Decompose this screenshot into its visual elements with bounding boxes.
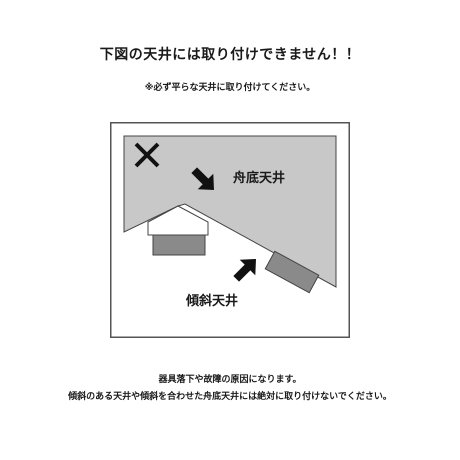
peak-fixture: [147, 205, 209, 256]
warning-note-line-2: 傾斜のある天井や傾斜を合わせた舟底天井には絶対に取り付けないでください。: [68, 392, 392, 402]
cross-mark-icon: [134, 142, 160, 168]
warning-subtitle: ※必ず平らな天井に取り付けてください。: [144, 83, 316, 93]
sloped-fixture: [264, 250, 320, 294]
boat-bottom-ceiling-label: 舟底天井: [233, 171, 286, 186]
ceiling-surface: [123, 135, 337, 288]
arrow-up-right-icon: [233, 259, 256, 282]
arrow-down-left-icon: [191, 167, 214, 190]
warning-note-line-1: 器具落下や故障の原因になります。: [158, 375, 302, 385]
warning-title: 下図の天井には取り付けできません！！: [99, 47, 361, 63]
sloped-ceiling-label: 傾斜天井: [186, 294, 239, 309]
ceiling-illustration: [110, 122, 350, 338]
